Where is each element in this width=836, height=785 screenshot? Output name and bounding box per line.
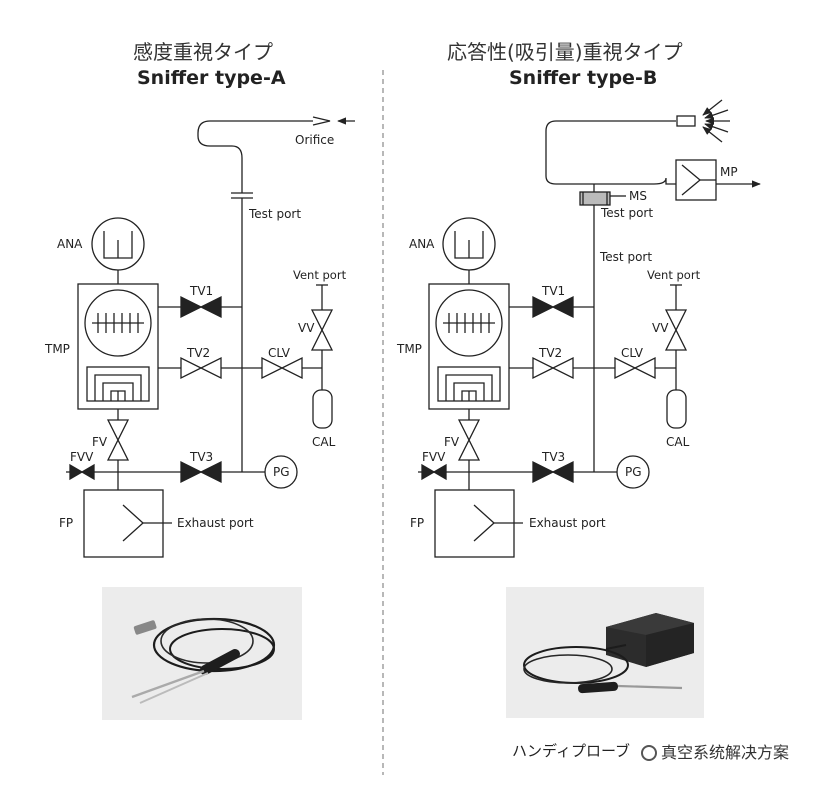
label-tv3: TV3 [189,450,213,464]
caption-handy-probe: ハンディプローブ [512,742,631,760]
label-tv3: TV3 [541,450,565,464]
label-tv2: TV2 [538,346,562,360]
label-exhaust-port: Exhaust port [177,516,254,530]
labels-type-b: MP MS Test port Test port ANA Vent port … [396,165,738,530]
label-clv: CLV [268,346,291,360]
label-fp: FP [410,516,424,530]
label-clv: CLV [621,346,644,360]
label-vent-port: Vent port [293,268,347,282]
cal-cylinder [666,389,687,429]
label-orifice: Orifice [295,133,334,147]
sample-inlet-arrows [702,99,730,143]
label-test-port-lower: Test port [599,250,652,264]
label-vent-port: Vent port [647,268,701,282]
diagram-type-b [418,99,761,558]
label-fvv: FVV [70,450,94,464]
label-ms: MS [629,189,647,203]
fvv-valve [69,463,95,481]
watermark-text: 真空系统解决方案 [661,743,790,762]
probe-hose [197,120,318,193]
label-fv: FV [92,435,108,449]
fv-valve [457,419,481,461]
watermark-icon [641,745,657,761]
handy-probe-photo-illustration [506,587,704,718]
label-tv1: TV1 [189,284,213,298]
labels-type-a: Orifice Test port ANA Vent port TV1 VV T… [44,133,347,530]
label-tv1: TV1 [541,284,565,298]
label-ana: ANA [57,237,83,251]
label-cal: CAL [312,435,336,449]
tv1-valve [180,295,222,319]
label-mp: MP [720,165,738,179]
title-en-type-b: Sniffer type-B [509,67,658,89]
title-en-type-a: Sniffer type-A [137,67,286,89]
clv-valve [614,356,656,380]
cal-cylinder [312,389,333,429]
ana-spectrum-icon [103,231,133,259]
label-fp: FP [59,516,73,530]
label-fvv: FVV [422,450,446,464]
ana-spectrum-icon [454,231,484,259]
probe-photo-illustration [102,587,302,720]
label-exhaust-port: Exhaust port [529,516,606,530]
label-vv: VV [652,321,669,335]
fv-valve [106,419,130,461]
label-test-port: Test port [248,207,301,221]
label-cal: CAL [666,435,690,449]
label-ana: ANA [409,237,435,251]
tv2-valve [180,356,222,380]
label-tv2: TV2 [186,346,210,360]
tv2-valve [532,356,574,380]
title-jp-type-a: 感度重視タイプ [133,40,273,64]
clv-valve [261,356,303,380]
fvv-valve [421,463,447,481]
vv-valve [310,309,334,351]
pg-gauge [616,455,650,489]
label-pg: PG [625,465,642,479]
photo-sniffer-probe-a [102,587,302,720]
probe-hose [545,120,676,185]
vv-valve [664,309,688,351]
label-pg: PG [273,465,290,479]
label-test-port-upper: Test port [600,206,653,220]
label-fv: FV [444,435,460,449]
photo-handy-probe-b [506,587,704,718]
diagram-type-a [66,116,355,558]
watermark: 真空系统解决方案 [641,739,789,763]
label-vv: VV [298,321,315,335]
probe-tip [676,115,696,127]
orifice-icon [312,116,331,126]
ms-filter [579,191,611,206]
title-jp-type-b: 応答性(吸引量)重視タイプ [447,40,683,64]
label-tmp: TMP [44,342,70,356]
label-tmp: TMP [396,342,422,356]
pg-gauge [264,455,298,489]
tv1-valve [532,295,574,319]
tv3-valve [532,460,574,484]
tv3-valve [180,460,222,484]
